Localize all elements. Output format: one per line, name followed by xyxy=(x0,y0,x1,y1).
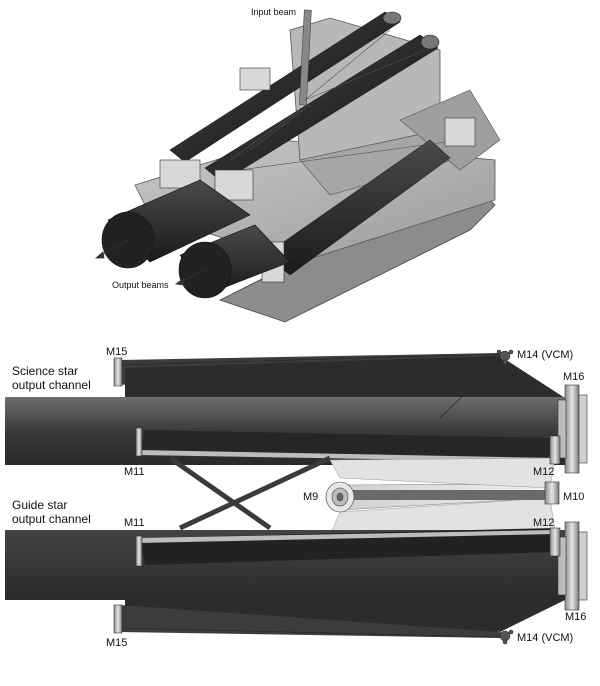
m12-top-mirror xyxy=(549,435,561,465)
m12-bottom-mirror xyxy=(549,527,561,557)
m9-mirror xyxy=(325,481,355,513)
label-m15-top: M15 xyxy=(106,346,128,358)
input-beam-rod xyxy=(299,9,312,106)
label-m16-bottom: M16 xyxy=(565,611,587,623)
science-channel-label-line1: Science star xyxy=(12,364,79,378)
guide-m11-light-beam xyxy=(138,530,555,543)
m12-m10-beam-upper xyxy=(329,457,556,489)
guide-channel-label-line2: output channel xyxy=(12,512,91,526)
m9-m10-beam xyxy=(339,483,546,511)
guide-output-band xyxy=(5,530,565,600)
m9-m10-core-beam xyxy=(345,490,545,500)
label-m15-bottom: M15 xyxy=(106,637,128,649)
cylinder-end-cap xyxy=(382,11,402,25)
guide-m16-m15-beam xyxy=(125,600,565,632)
guide-m15-m14-beam xyxy=(120,605,500,638)
m11-bottom-mirror xyxy=(135,535,143,567)
m16-top-mirror xyxy=(557,384,588,474)
science-m14-m16-beam xyxy=(125,356,565,398)
science-m11-m12-beam xyxy=(140,430,555,462)
label-m16-top: M16 xyxy=(563,371,585,383)
m11-top-mirror xyxy=(135,427,143,457)
science-channel-label-line2: output channel xyxy=(12,378,91,392)
m15-bottom-mirror xyxy=(113,604,123,634)
guide-channel-label-line1: Guide star xyxy=(12,498,68,512)
label-m12-bottom: M12 xyxy=(533,517,555,529)
m12-m10-beam-lower xyxy=(329,497,556,536)
output-arrows xyxy=(94,239,206,286)
guide-m11-m12-beam xyxy=(140,528,555,565)
science-output-band xyxy=(5,397,565,465)
output-beams-label: Output beams xyxy=(112,280,169,290)
m14-top-vcm xyxy=(496,349,514,365)
cylinder-end-cap xyxy=(420,34,440,50)
label-m11-bottom: M11 xyxy=(124,517,145,529)
label-m11-top: M11 xyxy=(124,466,145,478)
label-m10: M10 xyxy=(563,491,585,503)
input-beam-label: Input beam xyxy=(251,7,297,17)
label-m14-top: M14 (VCM) xyxy=(517,349,574,361)
m16-bottom-mirror xyxy=(557,521,588,611)
label-m14-bottom: M14 (VCM) xyxy=(517,632,574,644)
instrument-3d-render xyxy=(94,9,501,323)
m14-bottom-vcm xyxy=(496,629,514,645)
upper-cylinder-1 xyxy=(169,11,401,163)
science-m11-light-beam xyxy=(138,450,555,462)
label-m9: M9 xyxy=(303,491,319,503)
m15-top-mirror xyxy=(113,357,123,387)
label-m12-top: M12 xyxy=(533,466,555,478)
science-m15-m14-beam xyxy=(120,353,500,385)
m10-mirror xyxy=(544,481,560,505)
